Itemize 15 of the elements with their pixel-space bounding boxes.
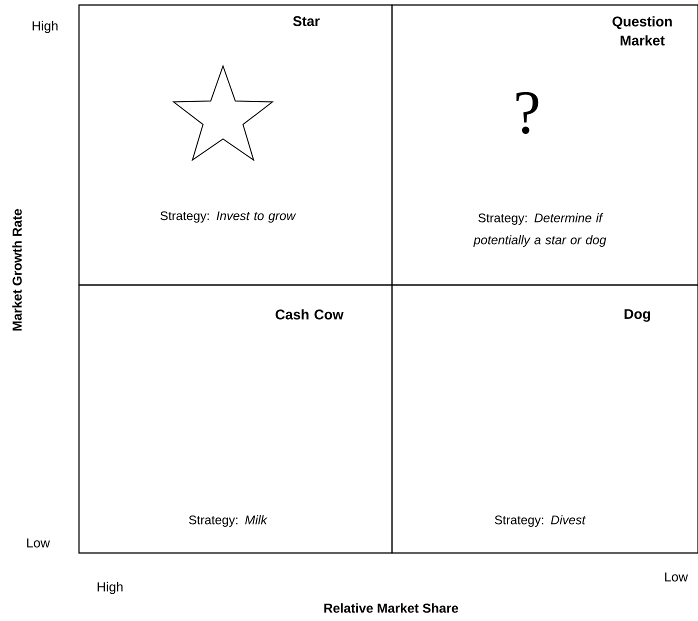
axis-tick-label: Low	[27, 538, 50, 548]
axis-tick-label: Low	[665, 572, 688, 582]
quadrant-heading: Question Market	[612, 16, 672, 46]
strategy-text: Strategy: Divest	[494, 515, 586, 527]
axis-tick-label: High	[98, 582, 123, 594]
quadrant-heading: Cash Cow	[276, 309, 344, 320]
strategy-text: Strategy: Determine if potentially a star or dog	[473, 213, 606, 247]
quadrant-heading: Dog	[624, 309, 650, 322]
axis-title: Market Growth Rate	[12, 209, 22, 331]
strategy-text: Strategy: Invest to grow	[160, 211, 296, 223]
axis-title: Relative Market Share	[324, 603, 458, 613]
question-mark: ?	[516, 92, 538, 134]
axis-tick-label: High	[32, 20, 58, 34]
quadrant-heading: Star	[293, 16, 320, 26]
strategy-text: Strategy: Milk	[189, 515, 268, 527]
